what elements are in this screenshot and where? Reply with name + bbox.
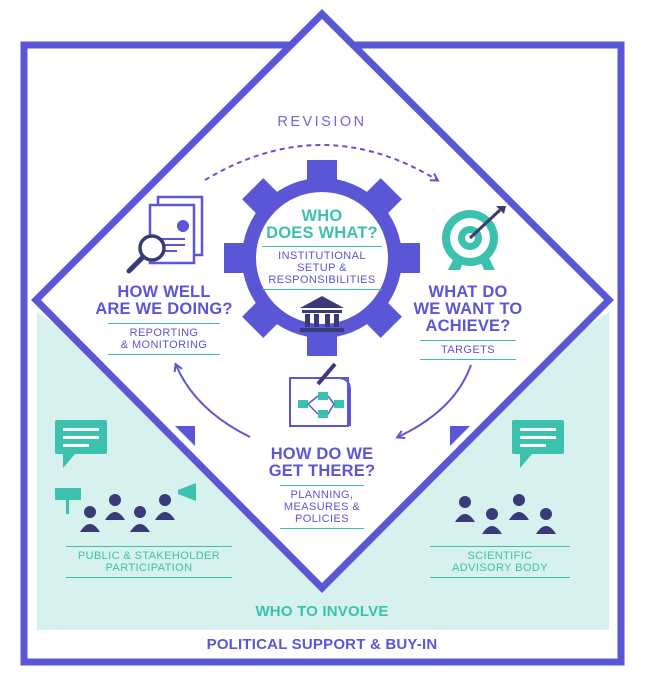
bottom-sub-line3: POLICIES (295, 513, 349, 525)
scientific-block: SCIENTIFIC ADVISORY BODY (430, 546, 570, 578)
center-heading-line1: WHO (301, 207, 343, 225)
bottom-sub: PLANNING, MEASURES & POLICIES (280, 485, 364, 529)
scientific-sub-line2: ADVISORY BODY (452, 562, 548, 574)
left-block: HOW WELL ARE WE DOING? REPORTING & MONIT… (90, 284, 238, 355)
public-sub-line2: PARTICIPATION (105, 562, 193, 574)
bottom-sub-line1: PLANNING, (290, 489, 354, 501)
gear-icon (224, 160, 420, 356)
target-arrow-icon (442, 206, 506, 270)
people-group-icon (55, 420, 196, 532)
political-support-label: POLITICAL SUPPORT & BUY-IN (206, 636, 438, 653)
center-sub: INSTITUTIONAL SETUP & RESPONSIBILITIES (262, 246, 382, 290)
bottom-sub-line2: MEASURES & (283, 501, 361, 513)
left-sub-line2: & MONITORING (120, 339, 208, 351)
bank-building-icon (300, 296, 344, 332)
scientific-sub-line1: SCIENTIFIC (467, 550, 533, 562)
center-sub-line2: SETUP & (297, 262, 347, 274)
right-block: WHAT DO WE WANT TO ACHIEVE? TARGETS (408, 284, 528, 360)
center-block: WHO DOES WHAT? INSTITUTIONAL SETUP & RES… (262, 208, 382, 290)
center-sub-line1: INSTITUTIONAL (278, 250, 366, 262)
public-sub-line1: PUBLIC & STAKEHOLDER (77, 550, 221, 562)
bottom-heading-line2: GET THERE? (268, 462, 376, 480)
diamond-notch-right (450, 426, 470, 446)
left-sub: REPORTING & MONITORING (108, 323, 220, 355)
bottom-block: HOW DO WE GET THERE? PLANNING, MEASURES … (256, 446, 388, 529)
right-heading-line3: ACHIEVE? (425, 317, 511, 335)
who-to-involve-label: WHO TO INVOLVE (255, 603, 389, 620)
bottom-heading-line1: HOW DO WE (270, 445, 374, 463)
right-sub: TARGETS (420, 340, 516, 360)
advisors-group-icon (455, 420, 564, 534)
left-heading-line2: ARE WE DOING? (95, 300, 233, 318)
flowchart-plan-icon (289, 362, 351, 427)
right-sub-line1: TARGETS (441, 344, 495, 356)
report-magnifier-icon (126, 195, 204, 274)
cycle-arrow-right (398, 364, 472, 437)
revision-label: REVISION (277, 114, 367, 130)
stakeholder-band (37, 312, 609, 630)
right-heading-line2: WE WANT TO (413, 300, 523, 318)
center-sub-line3: RESPONSIBILITIES (268, 274, 376, 286)
left-sub-line1: REPORTING (129, 327, 199, 339)
cycle-arrow-left (176, 365, 251, 438)
center-heading-line2: DOES WHAT? (266, 224, 378, 242)
diamond-notch-left (175, 426, 195, 446)
public-block: PUBLIC & STAKEHOLDER PARTICIPATION (66, 546, 232, 578)
right-heading-line1: WHAT DO (428, 283, 508, 301)
left-heading-line1: HOW WELL (117, 283, 211, 301)
